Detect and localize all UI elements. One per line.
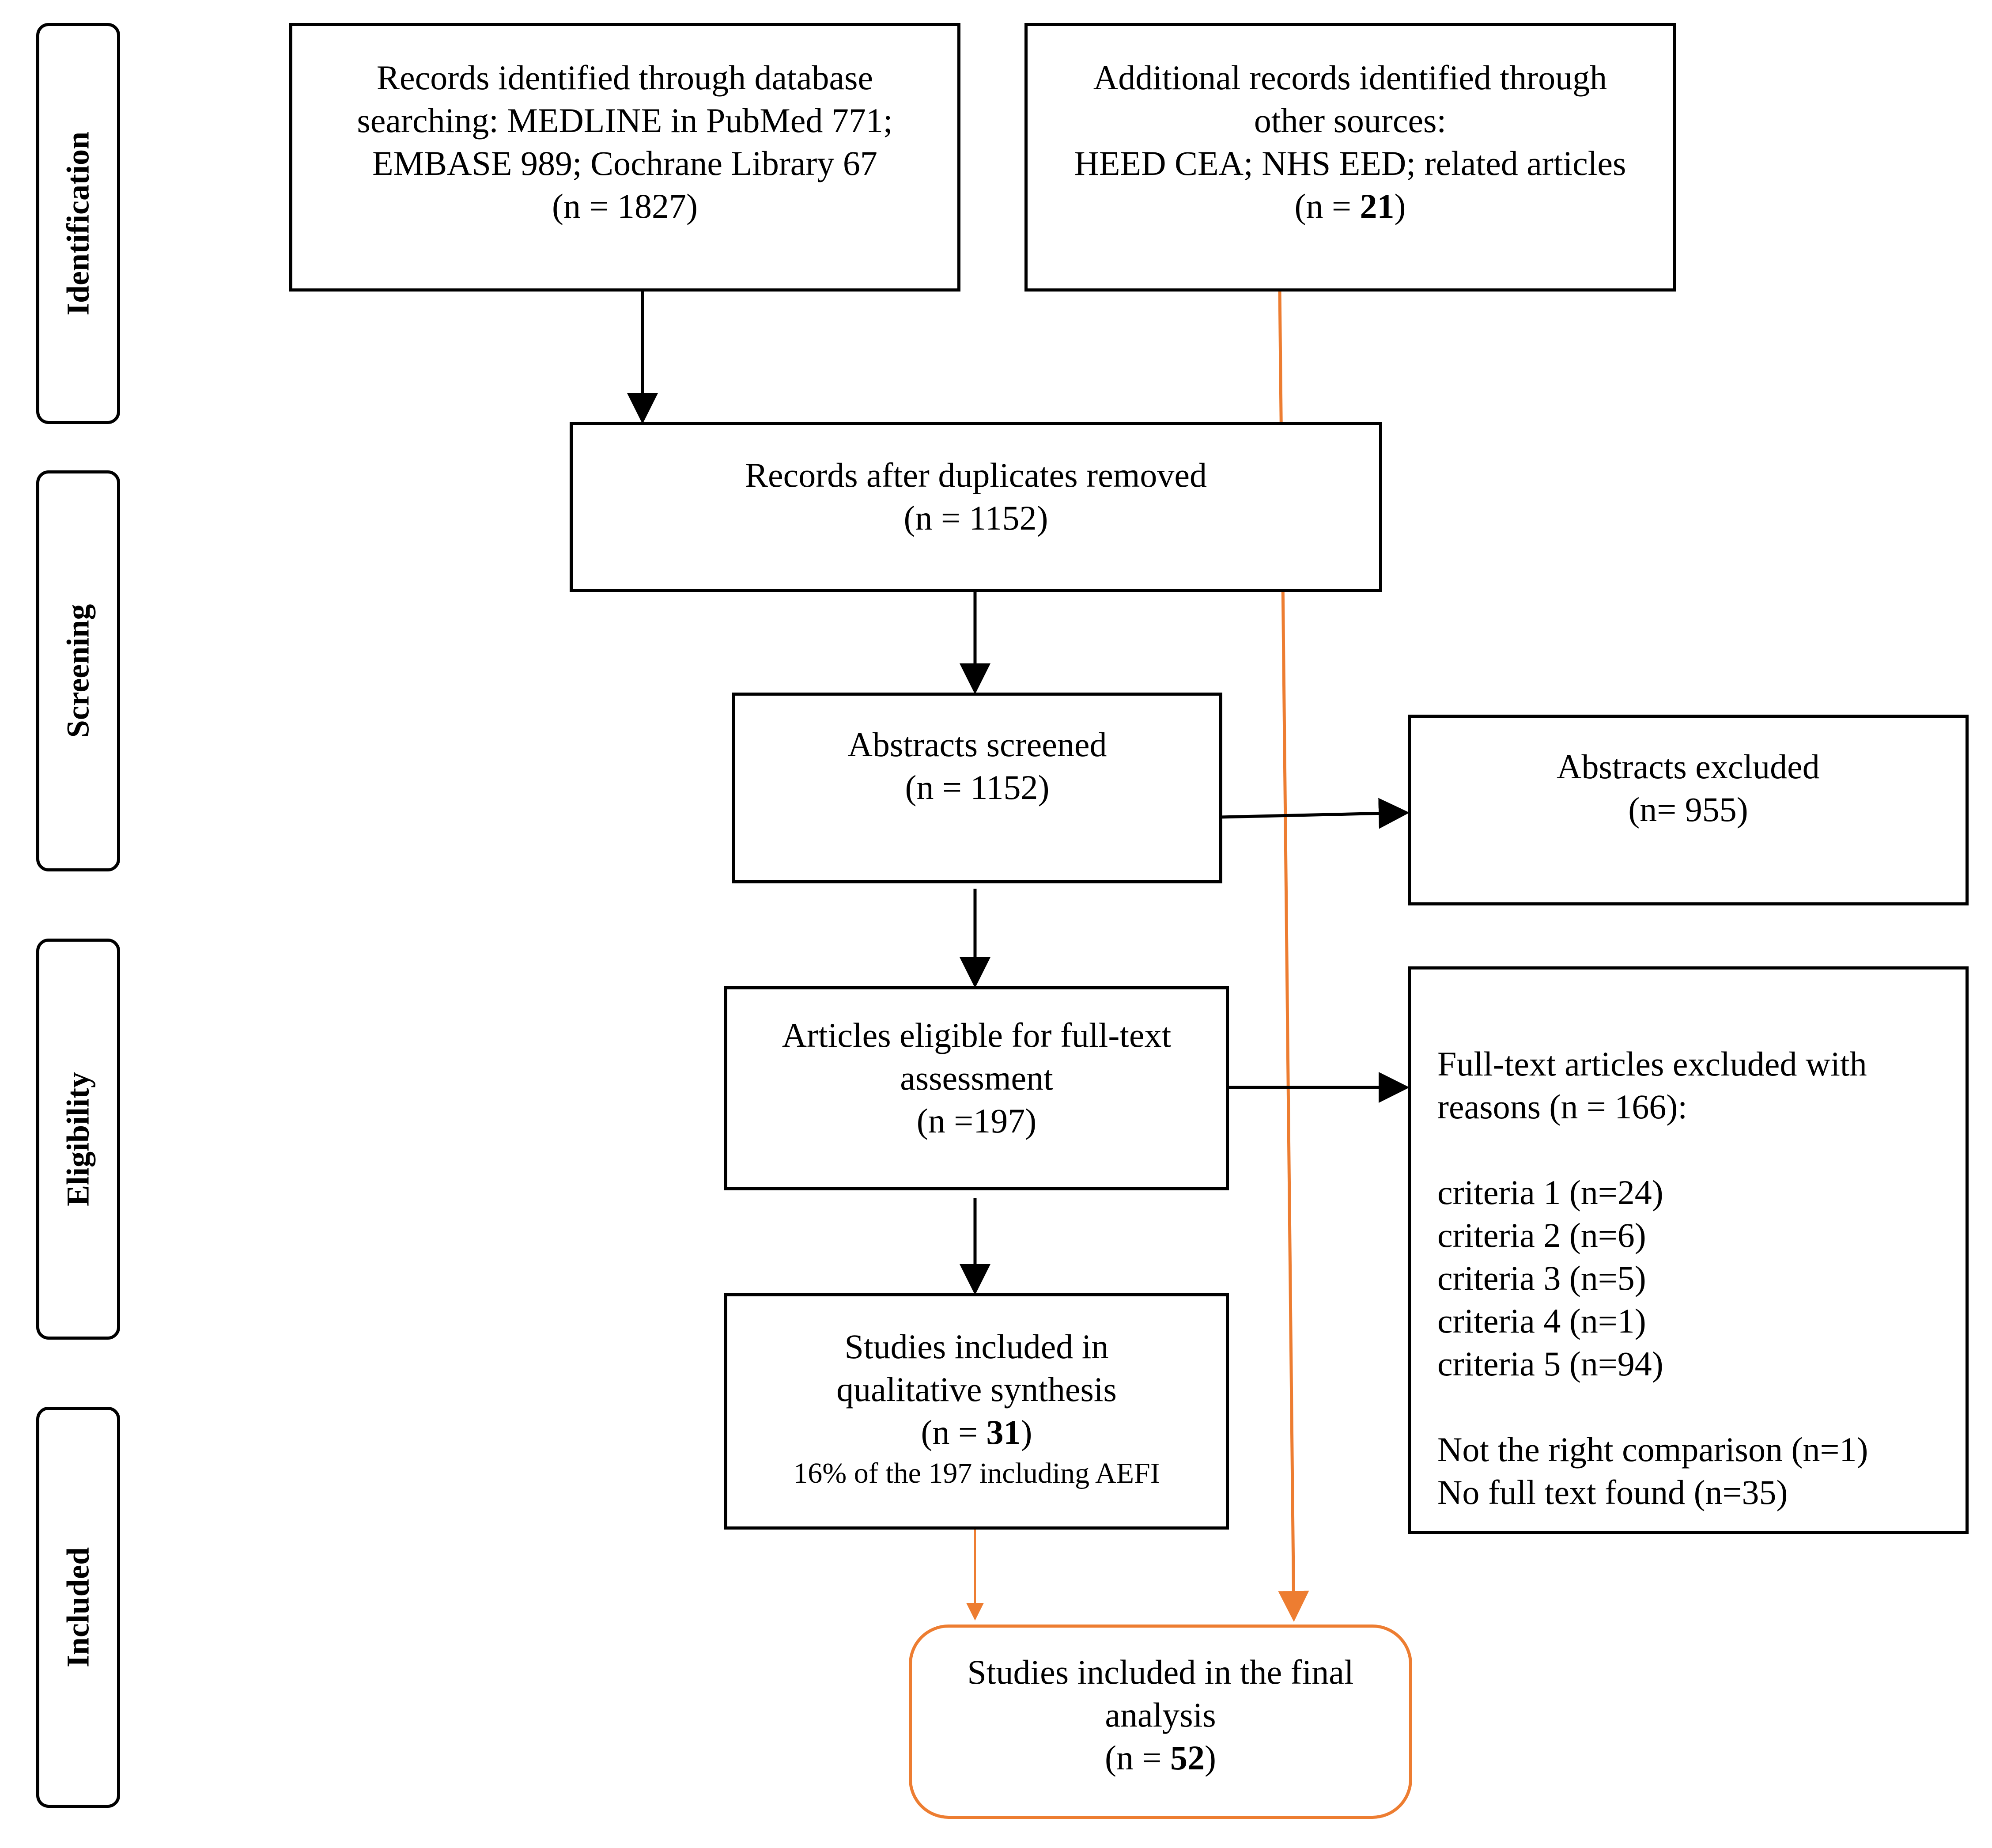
box-full-text-excluded: Full-text articles excluded with reasons…	[1408, 966, 1969, 1534]
box-final-analysis: Studies included in the final analysis (…	[909, 1625, 1412, 1819]
duplicates-removed-count: (n = 1152)	[903, 499, 1048, 537]
full-text-eligible-line2: assessment	[900, 1059, 1053, 1097]
exclusion-reason-comparison: Not the right comparison (n=1)	[1437, 1430, 1868, 1469]
phase-label-identification: Identification	[60, 131, 96, 316]
final-analysis-line2: analysis	[1105, 1696, 1216, 1734]
box-duplicates-removed: Records after duplicates removed (n = 11…	[570, 422, 1382, 592]
records-identified-line2: searching: MEDLINE in PubMed 771;	[357, 101, 893, 140]
abstracts-screened-count: (n = 1152)	[905, 768, 1050, 807]
box-records-identified: Records identified through database sear…	[289, 23, 960, 292]
exclusion-reason-criteria-5: criteria 5 (n=94)	[1437, 1344, 1663, 1383]
duplicates-removed-label: Records after duplicates removed	[745, 456, 1207, 494]
phase-label-screening: Screening	[60, 604, 96, 738]
arrow-screened-to-excluded	[1220, 798, 1410, 829]
records-identified-line3: EMBASE 989; Cochrane Library 67	[372, 144, 877, 182]
phase-included: Included	[36, 1407, 120, 1808]
exclusion-reason-criteria-1: criteria 1 (n=24)	[1437, 1173, 1663, 1212]
abstracts-screened-label: Abstracts screened	[847, 725, 1107, 764]
additional-records-line1: Additional records identified through	[1093, 58, 1607, 97]
phase-screening: Screening	[36, 470, 120, 871]
full-text-eligible-count: (n =197)	[916, 1102, 1037, 1140]
phase-eligibility: Eligibility	[36, 939, 120, 1340]
final-analysis-count: (n = 52)	[1105, 1738, 1216, 1777]
exclusion-reason-criteria-2: criteria 2 (n=6)	[1437, 1216, 1646, 1254]
qualitative-synthesis-line1: Studies included in	[844, 1327, 1109, 1366]
full-text-excluded-line1: Full-text articles excluded with	[1437, 1045, 1867, 1083]
abstracts-excluded-count: (n= 955)	[1628, 790, 1748, 829]
additional-records-line3: HEED CEA; NHS EED; related articles	[1074, 144, 1626, 182]
records-identified-line1: Records identified through database	[376, 58, 873, 97]
qualitative-synthesis-note: 16% of the 197 including AEFI	[793, 1457, 1160, 1489]
abstracts-excluded-label: Abstracts excluded	[1557, 747, 1820, 786]
qualitative-synthesis-line2: qualitative synthesis	[836, 1370, 1117, 1409]
additional-records-line2: other sources:	[1254, 101, 1447, 140]
phase-identification: Identification	[36, 23, 120, 424]
exclusion-reason-criteria-3: criteria 3 (n=5)	[1437, 1259, 1646, 1297]
box-qualitative-synthesis: Studies included in qualitative synthesi…	[724, 1293, 1229, 1530]
additional-records-count: (n = 21)	[1294, 187, 1406, 225]
records-identified-count: (n = 1827)	[552, 187, 698, 225]
exclusion-reason-criteria-4: criteria 4 (n=1)	[1437, 1302, 1646, 1340]
box-full-text-eligible: Articles eligible for full-text assessme…	[724, 986, 1229, 1190]
box-abstracts-screened: Abstracts screened (n = 1152)	[732, 693, 1222, 883]
phase-label-eligibility: Eligibility	[60, 1072, 96, 1207]
exclusion-reason-no-full-text: No full text found (n=35)	[1437, 1473, 1788, 1511]
full-text-eligible-line1: Articles eligible for full-text	[782, 1016, 1172, 1054]
final-analysis-line1: Studies included in the final	[967, 1653, 1354, 1691]
box-abstracts-excluded: Abstracts excluded (n= 955)	[1408, 715, 1969, 905]
phase-label-included: Included	[60, 1547, 96, 1668]
box-additional-records: Additional records identified through ot…	[1024, 23, 1676, 292]
qualitative-synthesis-count: (n = 31)	[921, 1413, 1032, 1451]
full-text-excluded-line2: reasons (n = 166):	[1437, 1087, 1688, 1126]
